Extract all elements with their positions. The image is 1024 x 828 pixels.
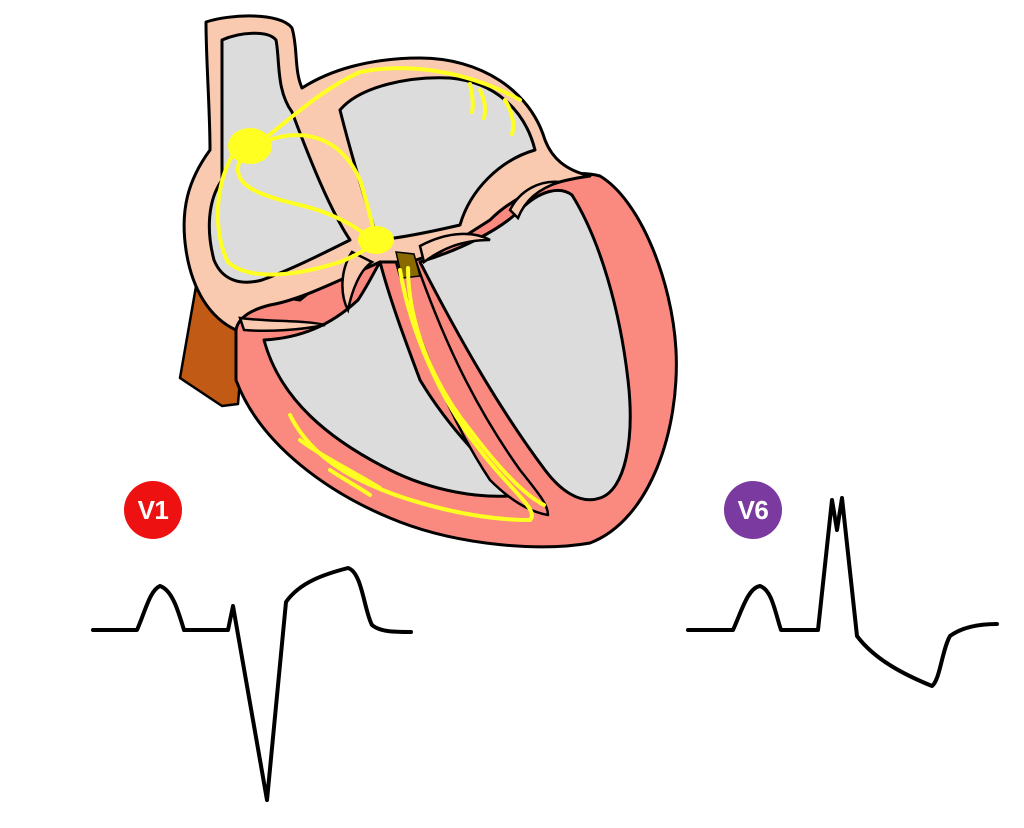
lead-badge-v6: V6 <box>724 481 782 539</box>
pulmonary-valve-leaflet <box>238 316 326 332</box>
sinoatrial-node <box>228 128 272 164</box>
bachmann-bundle <box>254 66 522 147</box>
aortic-valve-leaflet <box>508 180 561 221</box>
tricuspid-valve-leaflet <box>341 250 375 314</box>
purkinje-fibers-right <box>298 438 382 497</box>
left-bundle-branch <box>406 266 546 507</box>
conduction-system <box>215 66 546 522</box>
ecg-trace-v1 <box>91 566 413 802</box>
lead-label-v6: V6 <box>737 494 769 525</box>
internodal-tract-anterior <box>254 133 378 240</box>
internodal-tract-middle <box>236 158 374 242</box>
mitral-valve-leaflet <box>418 232 491 265</box>
purkinje-fibers-left <box>468 82 516 136</box>
ecg-trace-v6 <box>686 496 999 688</box>
internodal-tract-posterior <box>215 148 378 277</box>
right-ventricle-chamber <box>262 260 522 498</box>
atrioventricular-node <box>358 226 394 254</box>
lead-label-v1: V1 <box>137 494 169 525</box>
lead-badge-v1: V1 <box>124 481 182 539</box>
right-bundle-branch <box>288 268 534 522</box>
